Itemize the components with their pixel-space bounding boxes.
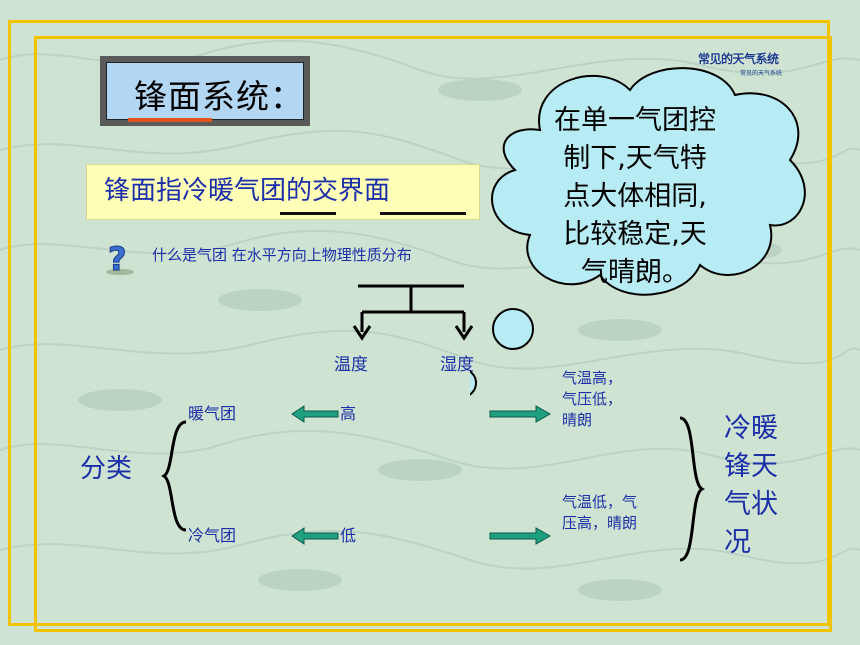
slide-frame-outer (8, 20, 830, 626)
value-low: 低 (340, 526, 357, 545)
right-brace (679, 416, 705, 562)
warm-weather-line-3: 晴朗 (562, 411, 593, 429)
definition-text: 锋面指冷暖气团的交界面 (104, 176, 391, 206)
arrow-right-warm-icon (489, 405, 552, 423)
question-icon: ? (106, 240, 134, 276)
title-underline (128, 118, 212, 122)
cold-weather-text: 气温低，气 压高，晴朗 (562, 492, 682, 534)
classify-label: 分类 (80, 454, 133, 484)
cloud-line-1: 在单一气团控 (554, 105, 716, 136)
warm-air-mass: 暖气团 (188, 404, 237, 423)
blank-underline-1 (280, 212, 336, 215)
title-box (106, 62, 304, 120)
cold-air-mass: 冷气团 (188, 526, 237, 545)
arrow-left-low-icon (291, 527, 339, 545)
question-text: 什么是气团 在水平方向上物理性质分布 (152, 246, 412, 264)
svg-text:?: ? (108, 240, 127, 276)
branch-temperature: 温度 (334, 355, 368, 375)
front-weather-line-3: 气状 (724, 489, 778, 520)
cold-weather-line-1: 气温低，气 (562, 493, 638, 511)
cloud-line-3: 点大体相同, (563, 181, 707, 212)
front-weather-line-4: 况 (724, 527, 751, 558)
cold-weather-line-2: 压高，晴朗 (562, 514, 638, 532)
slide-title: 锋面系统： (134, 77, 304, 116)
cloud-text: 在单一气团控 制下,天气特 点大体相同, 比较稳定,天 气晴朗。 (530, 102, 740, 292)
value-high: 高 (340, 404, 357, 423)
corner-subtitle: 常见的天气系统 (740, 70, 783, 77)
front-weather-line-2: 锋天 (724, 451, 778, 482)
cloud-line-4: 比较稳定,天 (563, 219, 707, 250)
blank-underline-2 (380, 212, 466, 215)
thought-cloud (470, 67, 806, 396)
arrow-right-cold-icon (489, 527, 552, 545)
front-weather-line-1: 冷暖 (724, 413, 778, 444)
cloud-line-5: 气晴朗。 (581, 257, 689, 288)
slide-frame-inner (34, 36, 832, 632)
branch-diagram (352, 284, 474, 341)
arrow-left-high-icon (291, 405, 339, 423)
front-weather-text: 冷暖 锋天 气状 况 (724, 410, 794, 562)
corner-title: 常见的天气系统 (698, 52, 779, 66)
warm-weather-text: 气温高， 气压低， 晴朗 (562, 368, 652, 431)
left-brace (161, 420, 187, 532)
warm-weather-line-2: 气压低， (562, 390, 623, 408)
branch-humidity: 湿度 (440, 355, 474, 375)
warm-weather-line-1: 气温高， (562, 369, 623, 387)
cloud-line-2: 制下,天气特 (563, 143, 707, 174)
definition-box (86, 164, 480, 220)
